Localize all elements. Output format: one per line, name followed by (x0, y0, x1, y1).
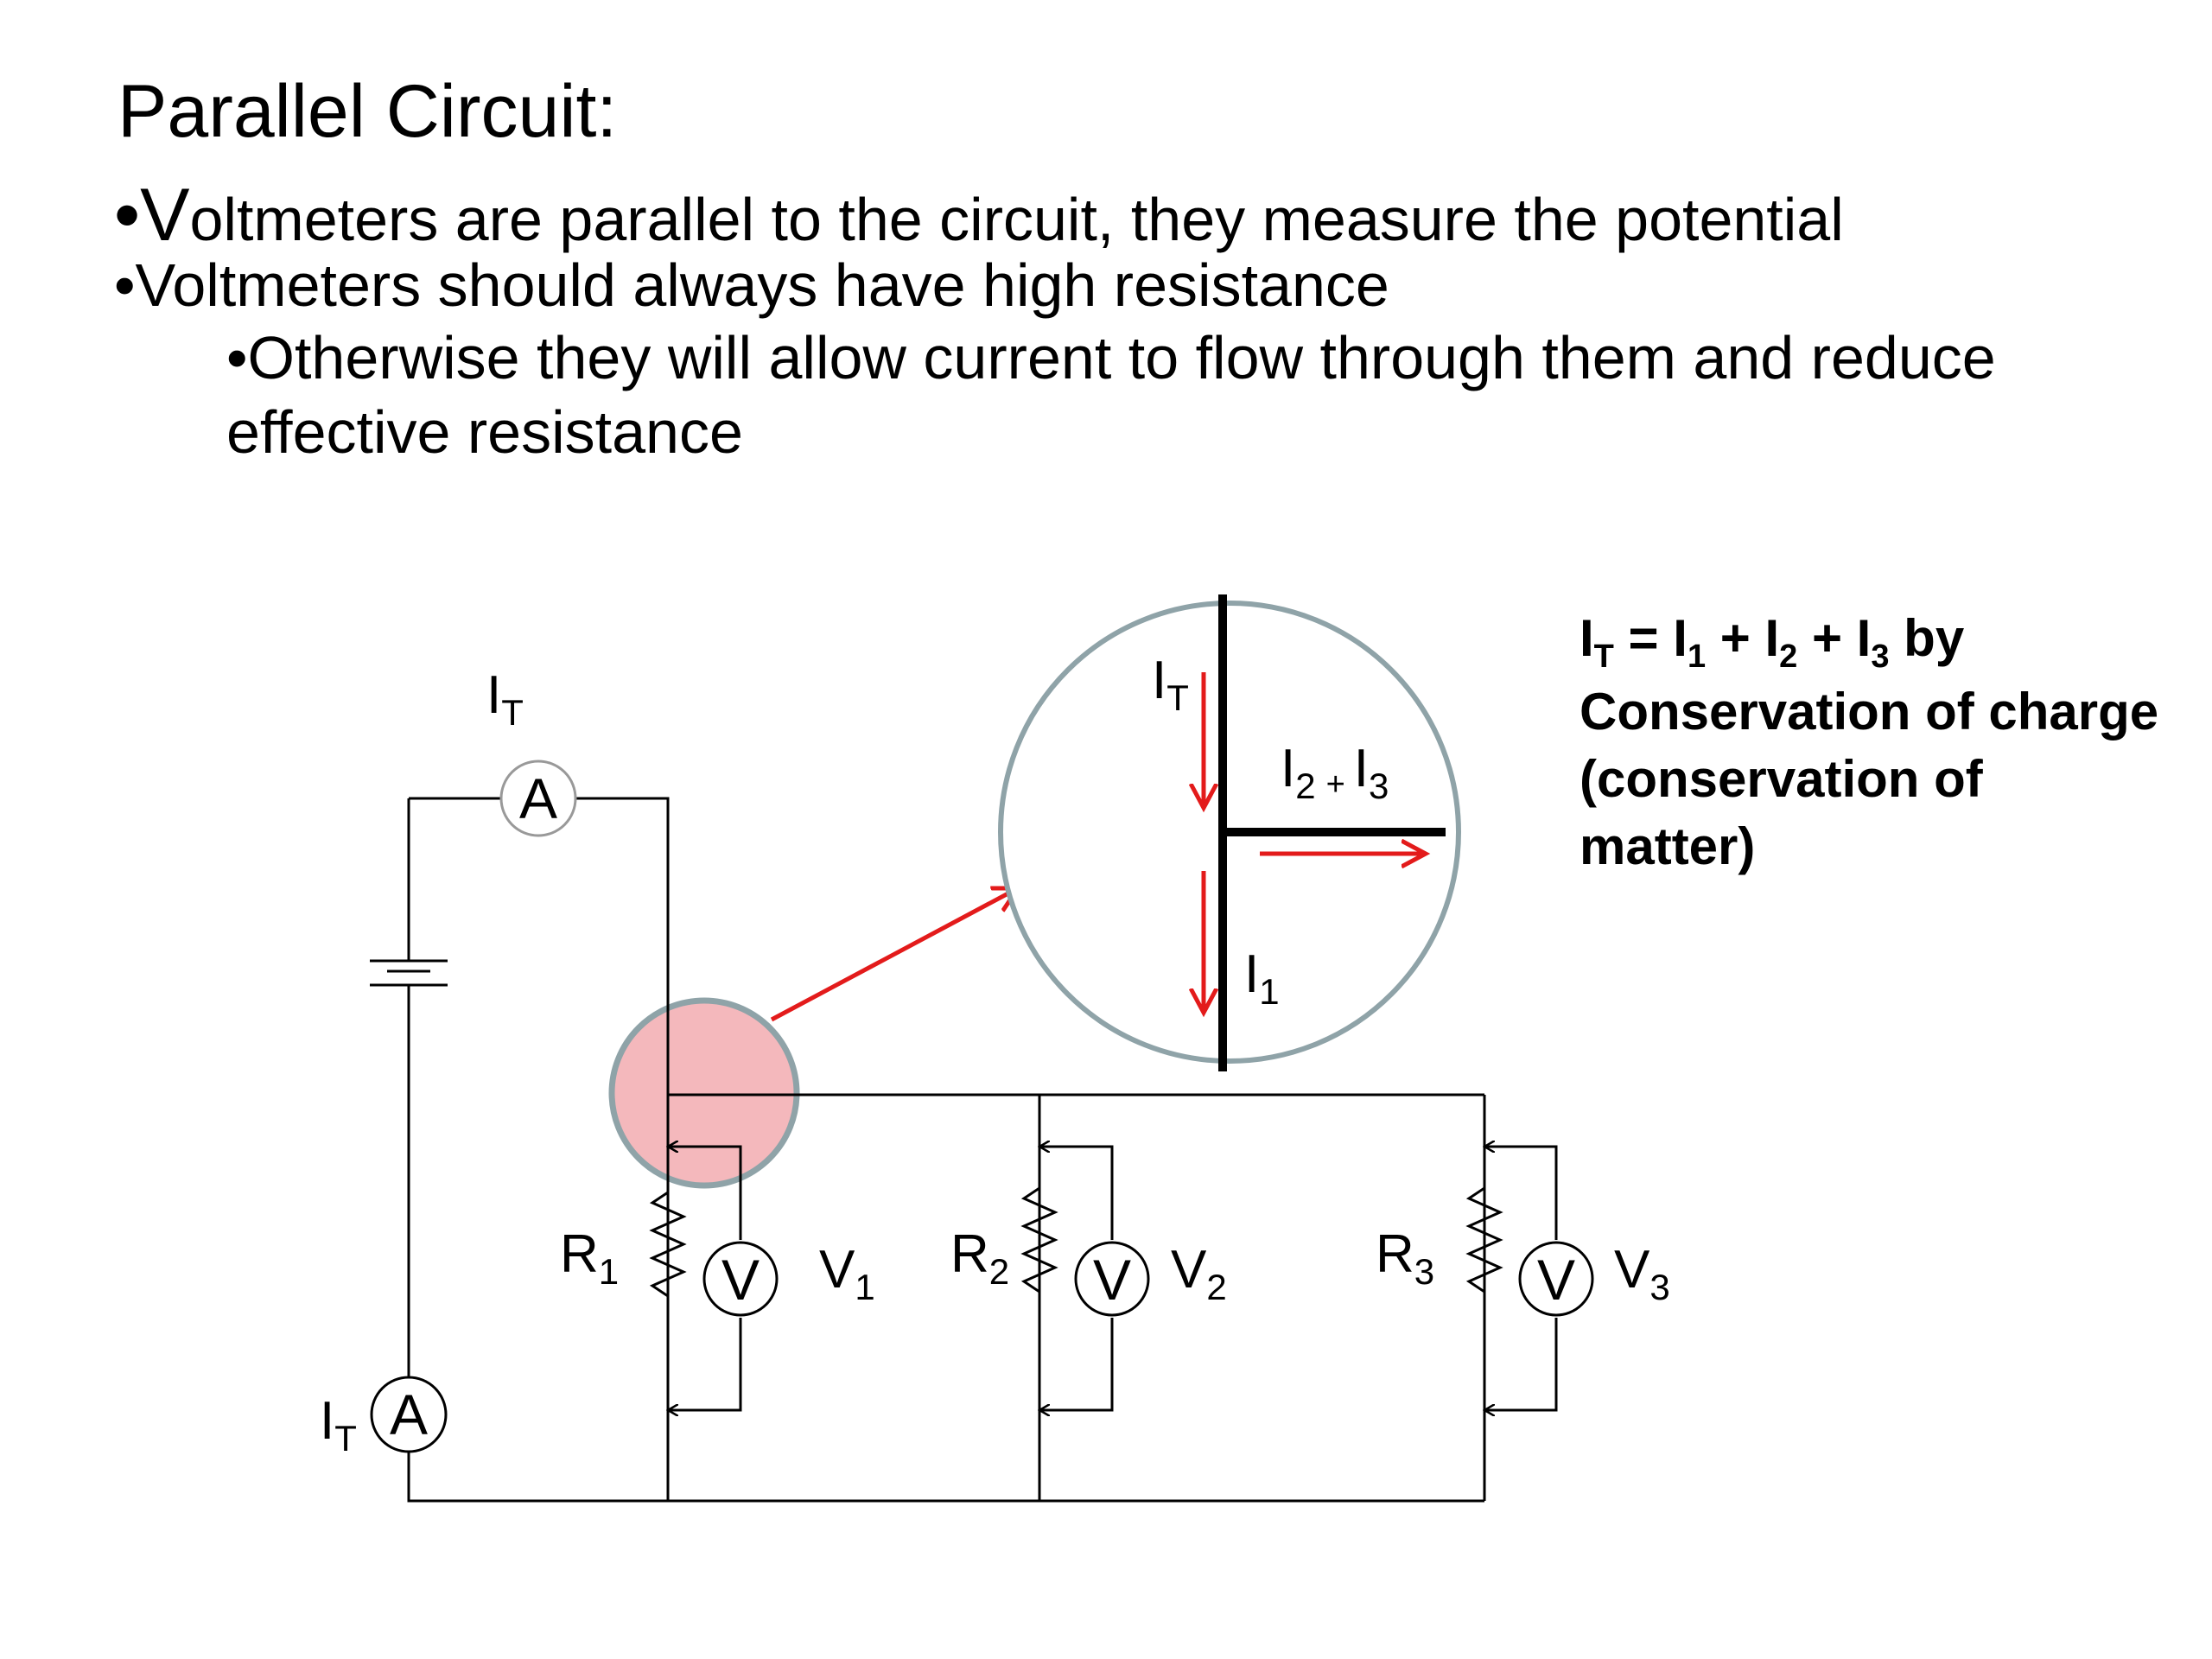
label-r1: R1 (560, 1224, 619, 1292)
voltmeter-loops (668, 1147, 1558, 1410)
note-equation: IT = I1 + I2 + I3 by (1580, 609, 1965, 675)
label-r3: R3 (1376, 1224, 1434, 1292)
voltmeter-v2: V (1074, 1241, 1150, 1317)
resistor-r1 (649, 1185, 687, 1303)
svg-text:V: V (1537, 1248, 1575, 1312)
ammeter-top: A (499, 760, 577, 837)
junction-highlight (608, 997, 800, 1189)
slide-title: Parallel Circuit: (118, 70, 618, 153)
svg-text:V: V (721, 1248, 760, 1312)
battery (370, 959, 448, 987)
label-i2-i3: I2+I3 (1281, 739, 1389, 806)
resistor-r3 (1465, 1145, 1503, 1313)
resistor-r2 (1020, 1145, 1058, 1313)
label-v2: V2 (1171, 1240, 1227, 1307)
ammeter-bottom: A (370, 1376, 448, 1453)
note-line-2: Conservation of charge (1580, 683, 2159, 741)
zoom-arrow (770, 888, 1018, 1022)
label-it-bottom: IT (320, 1391, 357, 1459)
sub-bullet-otherwise: •Otherwise they will allow current to fl… (226, 324, 1996, 391)
bullet-first-letter: •V (114, 174, 190, 257)
label-it-magnified: IT (1152, 651, 1189, 718)
bullet-voltmeters-parallel: •Voltmeters are parallel to the circuit,… (114, 171, 1844, 260)
note-line-4: matter) (1580, 817, 1756, 876)
svg-text:A: A (519, 766, 557, 830)
note-line-3: (conservation of (1580, 750, 1983, 809)
sub-bullet-otherwise-cont: effective resistance (226, 398, 743, 466)
voltmeter-v3: V (1518, 1241, 1594, 1317)
conservation-note: IT = I1 + I2 + I3 by Conservation of cha… (1580, 605, 2158, 880)
label-i1-magnified: I1 (1244, 944, 1280, 1012)
svg-text:V: V (1093, 1248, 1131, 1312)
magnified-junction: IT I2+I3 I1 (998, 594, 1461, 1071)
label-r2: R2 (950, 1224, 1009, 1292)
voltmeter-v1: V (702, 1241, 779, 1317)
bullet-high-resistance: •Voltmeters should always have high resi… (114, 251, 1389, 319)
label-v3: V3 (1614, 1240, 1670, 1307)
label-it-top: IT (486, 665, 524, 733)
svg-text:A: A (390, 1382, 428, 1446)
label-v1: V1 (819, 1240, 875, 1307)
bullet-text: oltmeters are parallel to the circuit, t… (189, 186, 1844, 253)
